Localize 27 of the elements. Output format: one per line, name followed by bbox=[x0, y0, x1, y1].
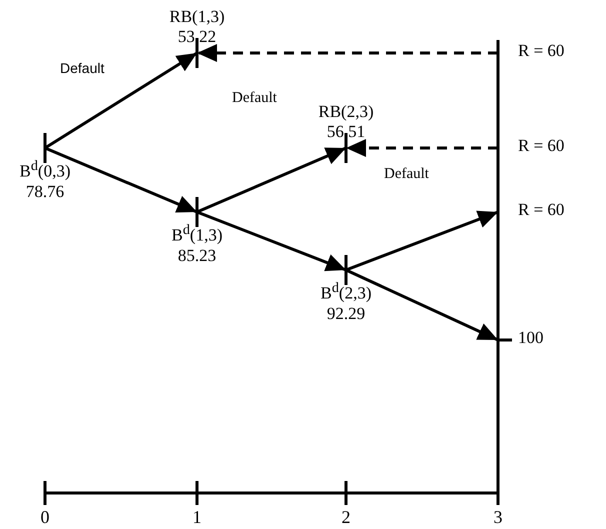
arrow bbox=[345, 210, 499, 272]
node-label: RB(2,3) bbox=[317, 102, 375, 122]
node-label: 100 bbox=[518, 328, 544, 348]
node-label: R = 60 bbox=[518, 136, 564, 156]
arrow bbox=[346, 139, 498, 157]
node-value: 85.23 bbox=[176, 246, 218, 266]
node-label: R = 60 bbox=[518, 41, 564, 61]
node-label: B$^{d}$(2,3) bbox=[320, 279, 372, 304]
node-value: 78.76 bbox=[24, 182, 66, 202]
arrow bbox=[196, 146, 347, 214]
arrow bbox=[345, 268, 499, 342]
axis-label: 3 bbox=[492, 507, 504, 528]
arrow bbox=[196, 210, 347, 272]
node-value: 92.29 bbox=[326, 304, 366, 324]
node-value: 53.22 bbox=[176, 27, 218, 47]
node-value: 56.51 bbox=[326, 122, 366, 142]
node-label: R = 60 bbox=[518, 200, 564, 220]
axis-label: 1 bbox=[192, 507, 202, 528]
arrow bbox=[44, 52, 198, 150]
node-label: B$^{d}$(0,3) bbox=[18, 157, 72, 182]
arrow bbox=[44, 146, 198, 214]
axis-label: 2 bbox=[340, 507, 352, 528]
edge-label: Default bbox=[58, 60, 106, 76]
axis-label: 0 bbox=[40, 507, 50, 528]
node-label: B$^{d}$(1,3) bbox=[170, 221, 224, 246]
arrow bbox=[197, 44, 498, 62]
node-label: RB(1,3) bbox=[168, 7, 226, 27]
